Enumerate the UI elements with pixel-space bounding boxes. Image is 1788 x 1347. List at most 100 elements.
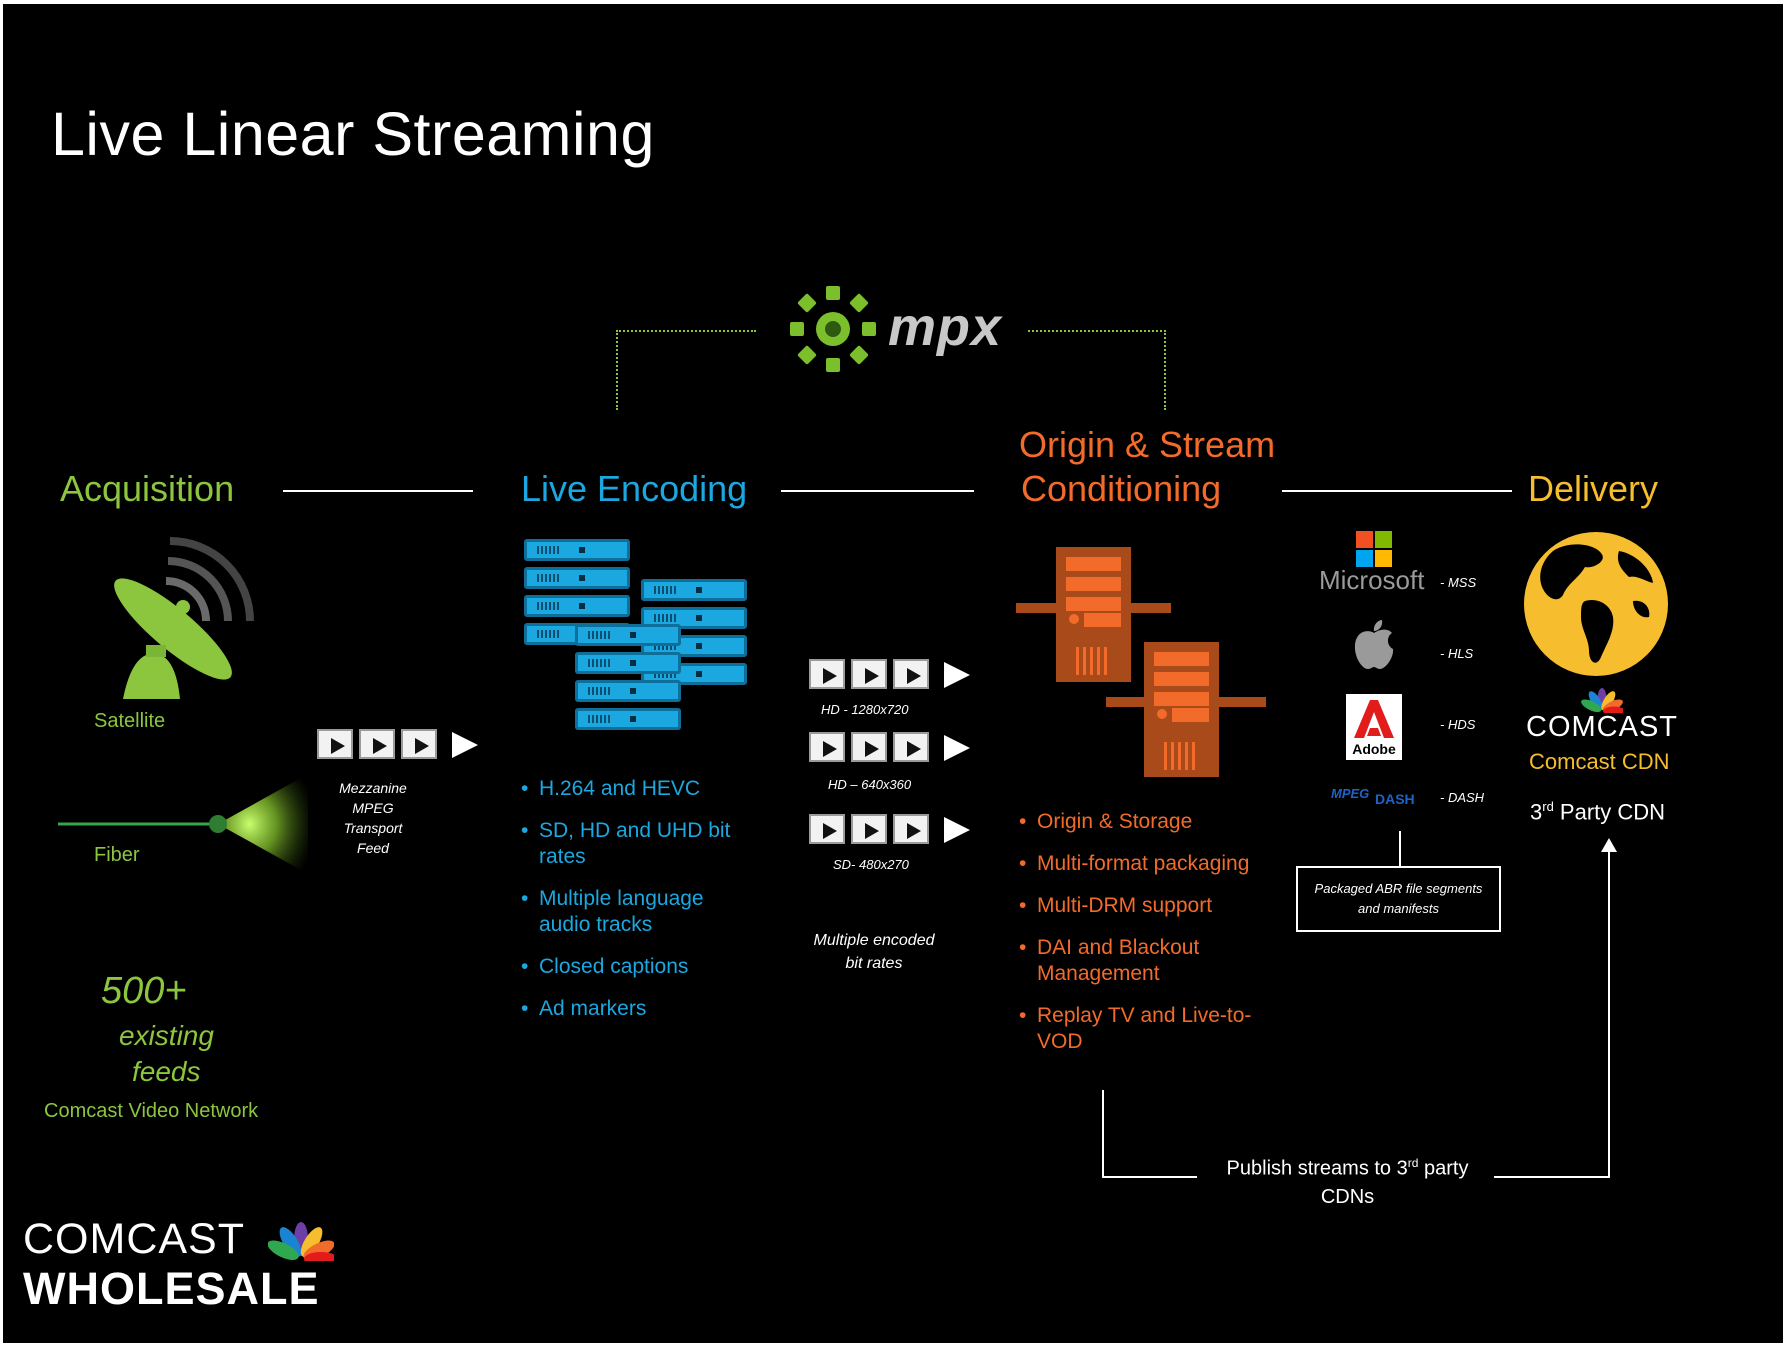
mpx-connector-right: [1028, 330, 1166, 332]
dash-protocol: - DASH: [1440, 790, 1485, 805]
satellite-dish-icon: [114, 537, 254, 699]
hds-protocol: - HDS: [1440, 717, 1476, 732]
video-frame-icon: [851, 659, 887, 689]
microsoft-wordmark: Microsoft: [1319, 565, 1425, 595]
mezzanine-label: Mezzanine MPEG Transport Feed: [323, 778, 423, 858]
video-frame-icon: [359, 729, 395, 759]
origin-server-icon: [1016, 547, 1266, 777]
publish-line-left: [1102, 1176, 1197, 1178]
encoding-feature: H.264 and HEVC: [521, 776, 751, 802]
delivery-header: Delivery: [1528, 468, 1659, 509]
third-party-text: Party CDN: [1553, 799, 1666, 825]
feed-text-line2: feeds: [132, 1056, 201, 1087]
mss-protocol: - MSS: [1440, 575, 1477, 590]
video-frame-icon: [893, 659, 929, 689]
publish-label-line1: Publish streams to 3rd party: [1210, 1149, 1485, 1183]
hls-protocol: - HLS: [1440, 646, 1474, 661]
encoder-server-icon: [641, 579, 747, 601]
play-arrow-icon: [944, 735, 970, 761]
play-arrow-icon: [944, 662, 970, 688]
encoding-feature: SD, HD and UHD bit rates: [521, 818, 751, 870]
video-frame-icon: [809, 659, 845, 689]
feed-text-line1: existing: [119, 1020, 214, 1051]
network-label: Comcast Video Network: [44, 1100, 259, 1122]
slide-panel: Live Linear Streaming mpx Acquisition Li…: [3, 4, 1783, 1343]
publish-line-up: [1608, 847, 1610, 1178]
footer-brand-line1: COMCAST: [23, 1215, 245, 1263]
acquisition-header: Acquisition: [60, 468, 235, 509]
connector-origin-delivery: [1282, 490, 1512, 492]
publish-suffix: rd: [1407, 1156, 1419, 1170]
third-party-cdn-label: 3rd Party CDN: [1530, 799, 1665, 825]
encoder-server-icon: [524, 539, 630, 561]
packaged-note-line: Packaged ABR file segments: [1314, 881, 1483, 896]
origin-feature: Multi-DRM support: [1019, 893, 1259, 919]
encoding-feature: Closed captions: [521, 954, 751, 980]
satellite-label: Satellite: [94, 710, 166, 732]
origin-feature: Replay TV and Live-to-VOD: [1019, 1003, 1259, 1055]
mpx-connector-left-drop: [616, 330, 618, 410]
publish-label-line2: CDNs: [1320, 1185, 1375, 1208]
origin-feature: Multi-format packaging: [1019, 851, 1259, 877]
mpx-logo-text: mpx: [888, 297, 1003, 357]
encoder-server-icon: [524, 595, 630, 617]
mezzanine-line: Transport: [343, 820, 403, 836]
origin-header-line1: Origin & Stream: [1019, 424, 1276, 465]
origin-feature: DAI and Blackout Management: [1019, 935, 1259, 987]
third-party-number: 3: [1530, 799, 1543, 825]
video-frame-icon: [401, 729, 437, 759]
origin-feature-list: Origin & Storage Multi-format packaging …: [1019, 809, 1259, 1071]
video-frame-icon: [317, 729, 353, 759]
video-frame-icon: [809, 732, 845, 762]
encoding-feature: Multiple language audio tracks: [521, 886, 751, 938]
rendition-label: HD – 640x360: [828, 777, 912, 792]
mezzanine-line: Feed: [357, 840, 389, 856]
microsoft-logo-icon: [1356, 531, 1392, 567]
globe-icon: [1524, 532, 1668, 676]
connector-enc-origin: [781, 490, 974, 492]
video-frame-icon: [851, 814, 887, 844]
encoder-server-icon: [524, 567, 630, 589]
video-frame-icon: [893, 732, 929, 762]
publish-arrow-icon: [1601, 838, 1617, 852]
publish-text-end: party: [1418, 1157, 1469, 1180]
encoder-server-icon: [575, 708, 681, 730]
fiber-label: Fiber: [94, 844, 140, 866]
mezzanine-line: MPEG: [352, 800, 394, 816]
bitrates-note-line: Multiple encoded: [813, 932, 935, 949]
mpeg-wordmark: MPEG: [1331, 786, 1370, 801]
mpx-connector-right-drop: [1164, 330, 1166, 410]
rendition-label: SD- 480x270: [833, 857, 909, 872]
footer-brand-line2: WHOLESALE: [23, 1263, 320, 1314]
publish-line-down: [1102, 1090, 1104, 1178]
video-frame-icon: [809, 814, 845, 844]
video-frame-icon: [851, 732, 887, 762]
play-arrow-icon: [944, 817, 970, 843]
mpx-gear-icon: [790, 286, 876, 372]
bitrates-note-line: bit rates: [845, 955, 903, 972]
publish-text: Publish streams to 3: [1226, 1157, 1408, 1180]
mpx-connector-left: [616, 330, 756, 332]
encoder-server-icon: [575, 652, 681, 674]
peacock-icon: [1581, 688, 1623, 713]
connector-acq-enc: [283, 490, 473, 492]
delivery-brand: COMCAST: [1526, 711, 1678, 743]
packaged-segments-box: Packaged ABR file segments and manifests: [1296, 866, 1501, 932]
encoder-server-icon: [575, 624, 681, 646]
encoder-server-icon: [575, 680, 681, 702]
mezzanine-line: Mezzanine: [339, 780, 407, 796]
encoding-feature: Ad markers: [521, 996, 751, 1022]
footer-peacock-icon: [268, 1222, 334, 1261]
bitrates-note: Multiple encoded bit rates: [799, 929, 949, 975]
packaged-connector: [1399, 831, 1401, 867]
adobe-logo-icon: Adobe: [1346, 694, 1402, 760]
play-arrow-icon: [452, 732, 478, 758]
publish-label: Publish streams to 3rd party CDNs: [1210, 1149, 1485, 1211]
video-frame-icon: [893, 814, 929, 844]
packaged-note-line: and manifests: [1358, 901, 1439, 916]
comcast-cdn-text: Comcast CDN: [1529, 749, 1670, 774]
slide-title: Live Linear Streaming: [51, 100, 655, 168]
encoding-header: Live Encoding: [521, 468, 748, 509]
third-party-suffix: rd: [1542, 799, 1554, 814]
